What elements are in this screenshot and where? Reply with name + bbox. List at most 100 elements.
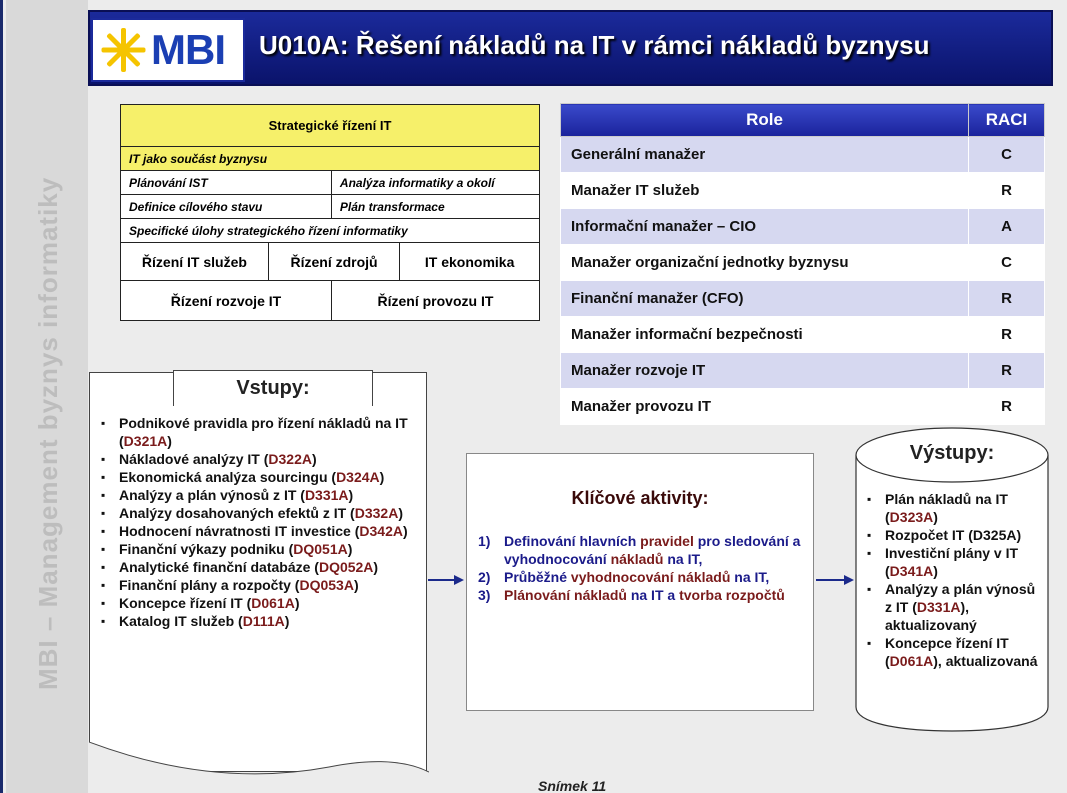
document-code: D322A xyxy=(268,451,312,467)
activity-keyword: pravidel xyxy=(640,533,694,549)
list-item: Nákladové analýzy IT (D322A) xyxy=(99,450,421,468)
document-code: DQ052A xyxy=(318,559,374,575)
activity-number: 2) xyxy=(478,569,491,585)
inputs-title: Vstupy: xyxy=(173,370,373,406)
item-tail: ) xyxy=(398,505,403,521)
raci-header-role: Role xyxy=(560,103,969,137)
list-item: Finanční výkazy podniku (DQ051A) xyxy=(99,540,421,558)
activity-fragment: na IT, xyxy=(663,551,703,567)
activity-keyword: tvorba rozpočtů xyxy=(679,587,785,603)
inputs-wave xyxy=(89,742,429,793)
activity-text: Průběžné vyhodnocování nákladů na IT, xyxy=(504,568,769,586)
raci-value: A xyxy=(968,208,1045,245)
raci-value: R xyxy=(968,352,1045,389)
activity-number: 3) xyxy=(478,587,491,603)
item-tail: ) xyxy=(347,541,353,557)
raci-role: Informační manažer – CIO xyxy=(560,208,969,245)
side-strip xyxy=(6,0,88,793)
document-code: D332A xyxy=(354,505,399,521)
list-item: Analýzy a plán výnosů z IT (D331A) xyxy=(99,486,421,504)
list-item: Analýzy dosahovaných efektů z IT (D332A) xyxy=(99,504,421,522)
strategic-cell: Definice cílového stavu xyxy=(120,194,332,219)
document-code: DQ051A xyxy=(293,541,348,557)
raci-value: C xyxy=(968,136,1045,173)
item-tail: ) xyxy=(294,595,300,611)
item-tail: ) xyxy=(167,433,172,449)
item-text: Analýzy dosahovaných efektů z IT ( xyxy=(119,505,355,521)
page-title: U010A: Řešení nákladů na IT v rámci nákl… xyxy=(259,30,930,60)
key-activities-list: 1) Definování hlavních pravidel pro sledo… xyxy=(478,532,810,604)
list-item: Analýzy a plán výnosů z IT (D331A), aktu… xyxy=(865,580,1045,634)
outputs-title: Výstupy: xyxy=(909,442,995,464)
raci-header-raci: RACI xyxy=(968,103,1045,137)
strategic-cell: Analýza informatiky a okolí xyxy=(330,170,541,195)
raci-role: Manažer informační bezpečnosti xyxy=(560,316,969,353)
raci-role: Generální manažer xyxy=(560,136,969,173)
activity-text: Plánování nákladů na IT a tvorba rozpočt… xyxy=(504,586,785,604)
side-label: MBI – Management byznys informatiky xyxy=(33,176,63,690)
item-tail: ), aktualizovaná xyxy=(933,653,1038,669)
key-activity: 2) Průběžné vyhodnocování nákladů na IT, xyxy=(478,568,810,586)
header-bar xyxy=(88,10,1053,86)
item-text: Analytické finanční databáze ( xyxy=(119,559,319,575)
raci-role: Manažer IT služeb xyxy=(560,172,969,209)
strategic-cell: Řízení zdrojů xyxy=(267,242,401,281)
list-item: Ekonomická analýza sourcingu (D324A) xyxy=(99,468,421,486)
key-activity: 1) Definování hlavních pravidel pro sledo… xyxy=(478,532,810,568)
document-code: D324A xyxy=(336,469,380,485)
arrow-right-icon xyxy=(428,575,464,585)
raci-value: C xyxy=(968,244,1045,281)
item-text: Analýzy a plán výnosů z IT ( xyxy=(885,581,1036,615)
item-tail: ) xyxy=(373,559,379,575)
list-item: Plán nákladů na IT (D323A) xyxy=(865,490,1045,526)
item-text: Analýzy a plán výnosů z IT ( xyxy=(119,487,305,503)
key-activity: 3) Plánování nákladů na IT a tvorba rozpo… xyxy=(478,586,810,604)
list-item: Rozpočet IT (D325A) xyxy=(865,526,1045,544)
item-text: Investiční plány v IT ( xyxy=(885,545,1019,579)
raci-value: R xyxy=(968,316,1045,353)
document-code: D331A xyxy=(916,599,961,615)
list-item: Investiční plány v IT (D341A) xyxy=(865,544,1045,580)
list-item: Hodnocení návratnosti IT investice (D342… xyxy=(99,522,421,540)
item-tail: ) xyxy=(353,577,359,593)
document-code: D331A xyxy=(304,487,349,503)
raci-value: R xyxy=(968,280,1045,317)
strategic-table: Strategické řízení IT IT jako součást by… xyxy=(120,104,541,321)
item-text: Finanční plány a rozpočty ( xyxy=(119,577,300,593)
activity-keyword: nákladů xyxy=(610,551,664,567)
activity-fragment: pro sledování a vyhodnocování xyxy=(504,533,801,567)
list-item: Finanční plány a rozpočty (DQ053A) xyxy=(99,576,421,594)
item-text: Koncepce řízení IT ( xyxy=(885,635,1009,669)
mbi-logo: MBI xyxy=(91,18,245,82)
document-code: D341A xyxy=(889,563,934,579)
activity-fragment: Průběžné xyxy=(504,569,571,585)
activity-text: Definování hlavních pravidel pro sledová… xyxy=(504,532,810,568)
activity-fragment: na IT a xyxy=(626,587,680,603)
key-activities-title: Klíčové aktivity: xyxy=(571,488,709,508)
item-tail: ) xyxy=(402,523,408,539)
item-tail: ) xyxy=(933,509,938,525)
activity-fragment: Definování hlavních xyxy=(504,533,641,549)
outputs-list: Plán nákladů na IT (D323A)Rozpočet IT (D… xyxy=(865,490,1045,670)
item-text: Plán nákladů na IT ( xyxy=(885,491,1008,525)
logo-text: MBI xyxy=(151,26,226,73)
slide-number: Snímek 11 xyxy=(538,778,607,793)
activity-keyword: vyhodnocování nákladů xyxy=(570,569,731,585)
raci-role: Finanční manažer (CFO) xyxy=(560,280,969,317)
list-item: Podnikové pravidla pro řízení nákladů na… xyxy=(99,414,421,450)
item-tail: ) xyxy=(312,451,317,467)
inputs-list: Podnikové pravidla pro řízení nákladů na… xyxy=(99,414,421,630)
raci-role: Manažer provozu IT xyxy=(560,388,969,425)
activity-number: 1) xyxy=(478,533,491,549)
item-text: Nákladové analýzy IT ( xyxy=(119,451,269,467)
strategic-cell: Plánování IST xyxy=(120,170,332,195)
item-tail: ) xyxy=(379,469,385,485)
item-text: Katalog IT služeb ( xyxy=(119,613,243,629)
